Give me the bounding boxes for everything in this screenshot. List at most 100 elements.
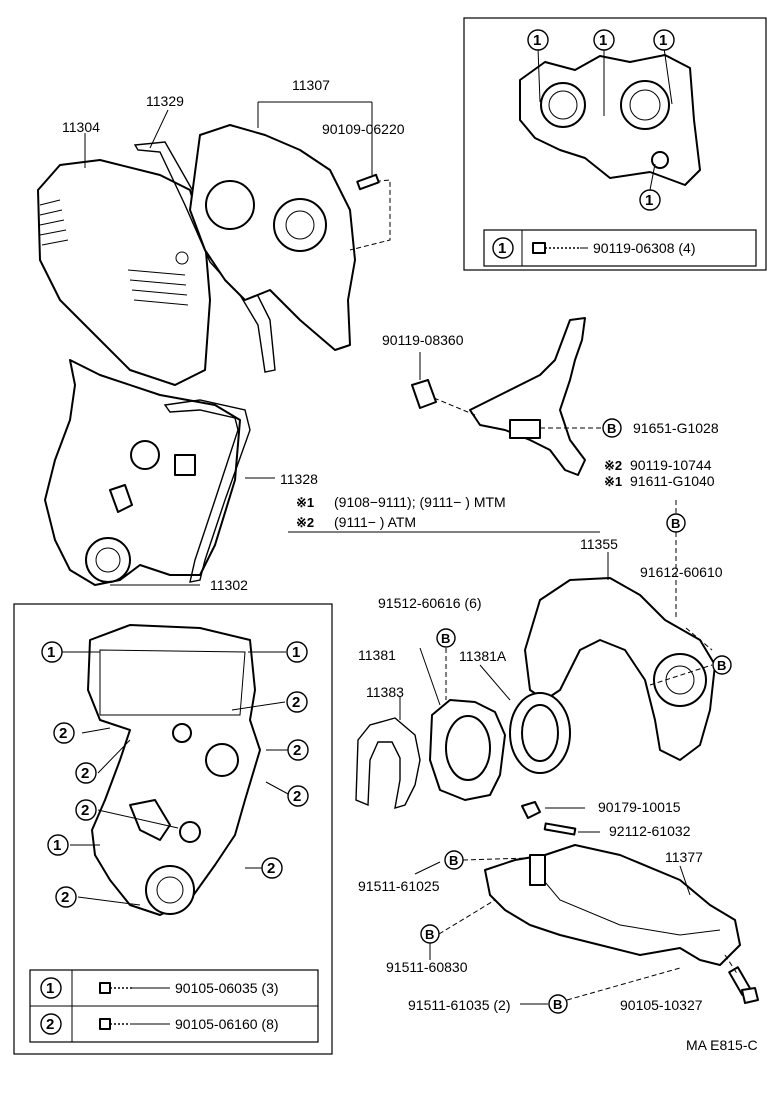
callout-label: 1 [659, 32, 667, 49]
callout-1-top-d: 1 [639, 189, 661, 211]
seal-retainer-11381 [429, 699, 506, 801]
mark2-small: ※2 [604, 458, 622, 473]
label-92112-61032: 92112-61032 [609, 823, 691, 839]
callout-2-bl-f: 2 [75, 799, 97, 821]
callout-2-bl-c: 2 [287, 739, 309, 761]
callout-2-bl-a: 2 [286, 691, 308, 713]
label-11307: 11307 [292, 77, 330, 93]
callout-label: 2 [59, 725, 67, 742]
oil-pan-11377 [484, 844, 741, 966]
note-mark-2: ※2 [296, 515, 314, 530]
callout-label: B [671, 516, 680, 531]
label-91511-61025: 91511-61025 [358, 878, 440, 894]
label-11355: 11355 [580, 536, 618, 552]
label-90105-10327: 90105-10327 [620, 997, 703, 1013]
label-11383: 11383 [366, 684, 404, 700]
callout-label: 2 [292, 694, 300, 711]
label-90119-08360: 90119-08360 [382, 332, 464, 348]
oil-seal-11381a [509, 692, 571, 774]
label-91511-61035: 91511-61035 (2) [408, 997, 510, 1013]
label-11304: 11304 [62, 119, 100, 135]
label-11381a: 11381A [459, 648, 507, 664]
callout-label: 1 [599, 32, 607, 49]
callout-label: B [607, 421, 616, 436]
callout-2-bl-e: 2 [287, 785, 309, 807]
legend-bottom-left-row-1: 1 90105-06035 (3) [40, 977, 279, 999]
label-11377: 11377 [665, 849, 703, 865]
end-plate-11355 [524, 577, 716, 761]
callout-2-bl-b: 2 [53, 722, 75, 744]
label-90119-10744: 90119-10744 [630, 457, 712, 473]
gasket-11383 [355, 717, 421, 809]
label-11302: 11302 [210, 577, 248, 593]
inset-top-right [463, 17, 767, 271]
callout-label: 2 [267, 860, 275, 877]
label-91512-60616: 91512-60616 (6) [378, 595, 482, 611]
label-11328: 11328 [280, 471, 318, 487]
timing-cover-inner-11307 [189, 124, 391, 351]
note-mark-1: ※1 [296, 495, 314, 510]
inset-bottom-left [13, 603, 333, 1055]
callout-label: 2 [293, 742, 301, 759]
note-1-text: (9108−9111); (9111− ) MTM [334, 494, 506, 510]
gasket-11328 [163, 399, 251, 583]
notes-block: ※1 (9108−9111); (9111− ) MTM ※2 (9111− )… [288, 494, 600, 533]
callout-b-91651: B [602, 418, 622, 438]
label-90179-10015: 90179-10015 [598, 799, 681, 815]
callout-1-bl-b: 1 [286, 641, 308, 663]
callout-label: 1 [53, 837, 61, 854]
callout-1-bl-c: 1 [47, 834, 69, 856]
callout-1-bl-a: 1 [41, 641, 63, 663]
timing-cover-upper [37, 159, 211, 386]
bracket-assembly [411, 317, 602, 476]
callout-1-top-a: 1 [527, 29, 549, 51]
callout-label: 2 [61, 889, 69, 906]
callout-label: 1 [292, 644, 300, 661]
legend-part: 90105-06160 (8) [175, 1016, 279, 1032]
legend-num: 1 [46, 980, 54, 997]
label-91611-g1040: 91611-G1040 [630, 473, 715, 489]
timing-cover-lower-11302 [44, 359, 241, 586]
note-2-text: (9111− ) ATM [334, 514, 416, 530]
callout-1-top-b: 1 [593, 29, 615, 51]
label-91612-60610: 91612-60610 [640, 564, 723, 580]
bolt-90105-10327 [728, 966, 759, 1004]
callout-label: 2 [293, 788, 301, 805]
legend-part: 90105-06035 (3) [175, 980, 279, 996]
nut-90179 [521, 801, 541, 819]
callout-label: B [425, 927, 434, 942]
callout-label: B [449, 853, 458, 868]
label-11381: 11381 [358, 647, 396, 663]
callout-label: 1 [47, 644, 55, 661]
legend-top-right: 1 90119-06308 (4) [492, 237, 695, 259]
callout-b-center: B [666, 513, 686, 533]
mark1-small: ※1 [604, 474, 622, 489]
callout-b-91511-61025: B [444, 850, 464, 870]
label-91651-g1028: 91651-G1028 [633, 420, 719, 436]
legend-num: 1 [498, 240, 506, 257]
callout-b-91511-60830: B [420, 924, 440, 944]
callout-label: 2 [81, 765, 89, 782]
callout-2-bl-d: 2 [75, 762, 97, 784]
callout-label: B [553, 997, 562, 1012]
label-11329: 11329 [146, 93, 184, 109]
callout-b-91511-61035: B [548, 994, 568, 1014]
callout-2-bl-g: 2 [261, 857, 283, 879]
callout-b-91512: B [436, 628, 456, 648]
callout-label: 2 [81, 802, 89, 819]
label-91511-60830: 91511-60830 [386, 959, 468, 975]
legend-bottom-left-row-2: 2 90105-06160 (8) [40, 1013, 279, 1035]
callout-label: B [717, 658, 726, 673]
diagram-code: MA E815-C [686, 1037, 758, 1053]
callout-label: 1 [645, 192, 653, 209]
legend-part: 90119-06308 (4) [593, 240, 695, 256]
callout-b-right: B [712, 655, 732, 675]
callout-label: B [441, 631, 450, 646]
legend-num: 2 [46, 1016, 54, 1033]
callout-label: 1 [533, 32, 541, 49]
label-90109-06220: 90109-06220 [322, 121, 405, 137]
callout-1-top-c: 1 [653, 29, 675, 51]
callout-2-bl-h: 2 [55, 886, 77, 908]
stud-92112 [543, 822, 577, 836]
